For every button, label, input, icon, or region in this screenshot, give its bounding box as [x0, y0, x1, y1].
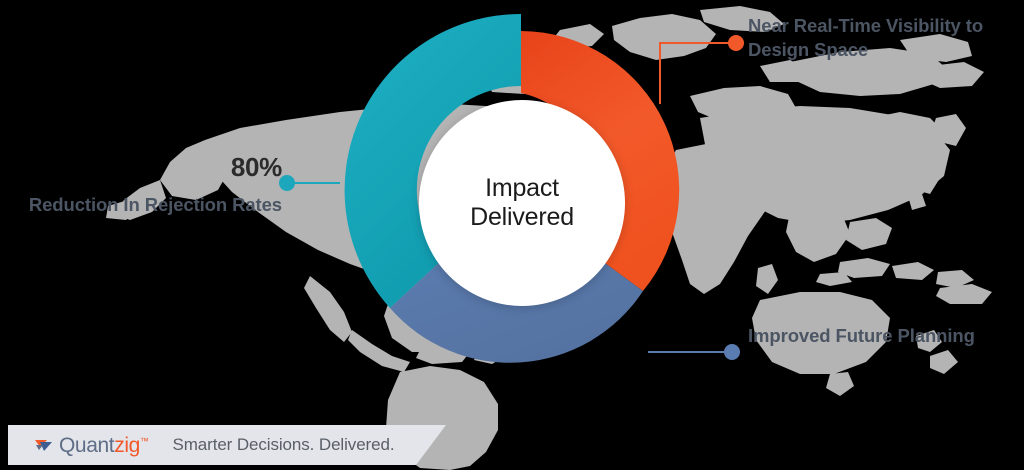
brand-wordmark: Quantzig™: [59, 433, 149, 457]
quantzig-arrow-logo-icon: [35, 440, 52, 451]
trademark-symbol: ™: [139, 435, 149, 446]
donut-center-text: Impact Delivered: [470, 174, 574, 233]
donut-center-hub: Impact Delivered: [419, 100, 625, 306]
callout-label-teal: Reduction In Rejection Rates: [28, 194, 282, 215]
brand-part-1: Quant: [59, 433, 115, 457]
segment-teal[interactable]: [344, 13, 521, 308]
brand-logo[interactable]: Quantzig™: [34, 433, 149, 457]
callout-label-blue: Improved Future Planning: [748, 325, 975, 346]
brand-part-2: zig: [114, 433, 140, 457]
center-line-1: Impact: [485, 173, 559, 202]
brand-tagline: Smarter Decisions. Delivered.: [172, 435, 395, 454]
center-line-2: Delivered: [470, 203, 574, 231]
stat-value-teal: 80%: [230, 152, 282, 182]
callout-label-orange: Near Real-Time Visibility to Design Spac…: [748, 15, 984, 60]
footer-bar: Quantzig™ Smarter Decisions. Delivered.: [8, 425, 446, 465]
